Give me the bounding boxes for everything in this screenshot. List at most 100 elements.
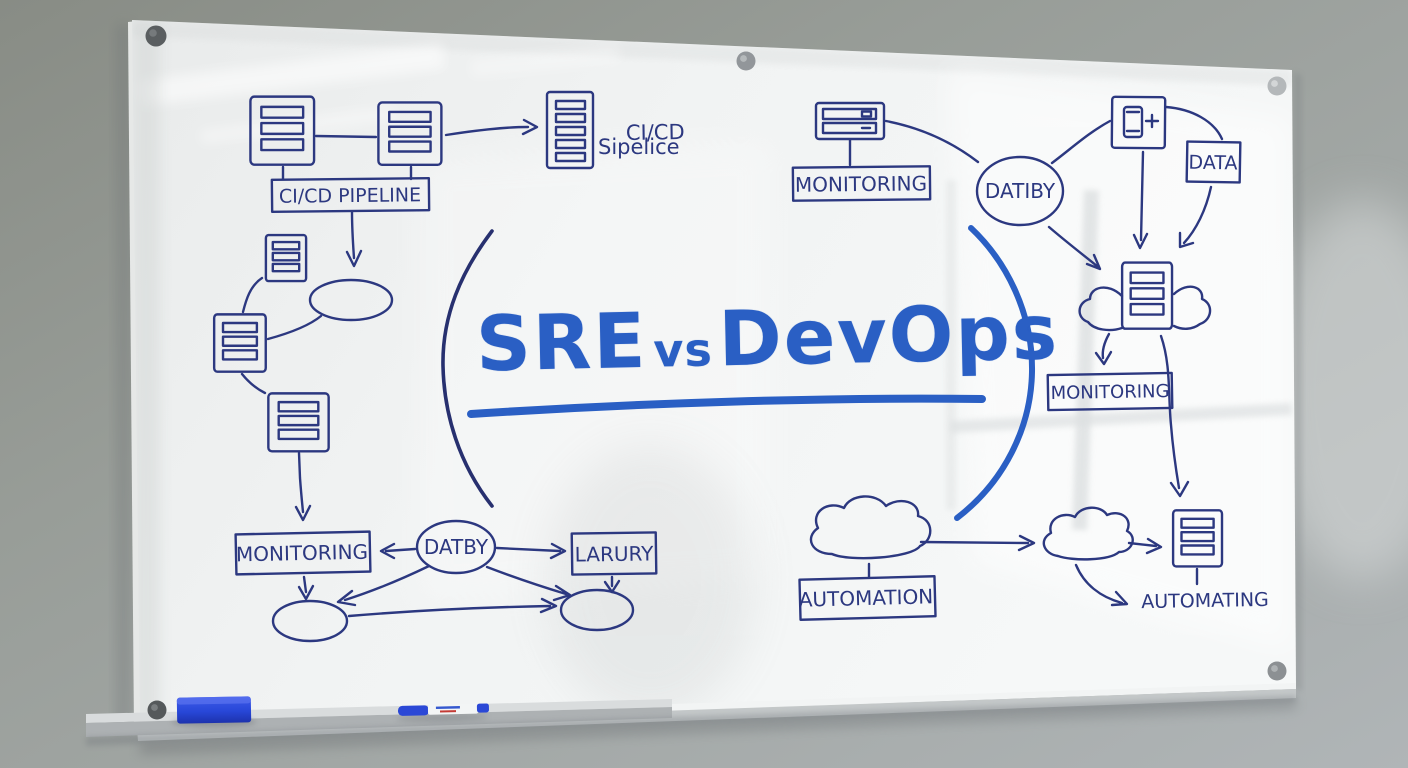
data-label: DATA (1188, 152, 1237, 175)
ellipse-node (271, 599, 349, 643)
ellipse-node (308, 278, 394, 322)
top-edge-shade (132, 20, 1292, 86)
screw-highlight (1271, 80, 1278, 87)
automation-label: AUTOMATION (798, 584, 933, 612)
connector-line (281, 165, 413, 181)
label-box-monitoring-top-right (791, 165, 932, 202)
arrow-icon (297, 575, 315, 601)
label-box-automation (798, 575, 937, 621)
server-stack-icon (545, 90, 595, 170)
arrow-icon (345, 210, 363, 268)
label-box-data (1185, 140, 1242, 184)
light-streak (469, 44, 621, 78)
cicd-stack-label-line1: CI/CD (626, 120, 685, 145)
arrow-icon (1094, 332, 1113, 366)
window-mullion-reflection (949, 403, 1293, 433)
arrow-icon (1159, 334, 1190, 498)
window-mullion-reflection (946, 180, 956, 510)
monitoring-right-label: MONITORING (1050, 381, 1169, 404)
marker-labels: CI/CD Sipelice CI/CD PIPELINE MONITORING… (236, 120, 1269, 613)
marker-body-print (435, 706, 460, 709)
connector-curve (241, 276, 264, 314)
device-plus-icon (1110, 95, 1167, 150)
dark-reflection (545, 445, 755, 715)
arrow-icon (495, 542, 567, 560)
marker-drawing (213, 90, 1242, 643)
light-streak (199, 106, 396, 145)
screw-highlight (1271, 665, 1278, 672)
ellipse-node-datby (415, 519, 497, 575)
board-bottom-shadow (140, 700, 1296, 754)
connector-curve (266, 314, 323, 341)
arrow-icon (444, 118, 539, 137)
tray-objects (172, 696, 489, 727)
arrow-icon (1127, 537, 1163, 555)
arrow-icon (1132, 150, 1149, 250)
paren-right-stroke (954, 225, 1036, 521)
wall-light-patch (1267, 200, 1408, 580)
arrow-icon (379, 542, 417, 560)
cloud-icon (1042, 506, 1134, 561)
cloud-icon (1172, 285, 1212, 330)
arrow-icon (294, 451, 312, 522)
datby-label: DATBY (424, 535, 489, 559)
connector-curve (1164, 105, 1224, 141)
marker-end (476, 703, 489, 713)
eraser-highlight (176, 696, 251, 705)
monitoring-left-label: MONITORING (236, 540, 369, 567)
board-right-shadow (1294, 72, 1302, 692)
board-title: SRE vs DevOps (475, 287, 1060, 389)
board-left-shadow (116, 24, 131, 732)
arrow-icon (347, 597, 558, 618)
screw-icon (145, 25, 167, 47)
arrow-icon (1047, 225, 1102, 271)
cicd-stack-label-line2: Sipelice (598, 135, 680, 159)
marker (396, 703, 489, 722)
title-underline (467, 394, 986, 418)
arrow-icon (603, 575, 621, 594)
cicd-pipeline-label: CI/CD PIPELINE (279, 184, 421, 207)
arrow-icon (336, 564, 431, 607)
connector-curve (240, 372, 267, 395)
screw-highlight (740, 55, 747, 62)
ellipse-node-datiby (975, 155, 1065, 227)
arrow-icon (485, 565, 572, 602)
label-box-cicd-pipeline (270, 176, 431, 214)
screw-icon (1267, 76, 1287, 96)
connector-curve (884, 119, 980, 164)
automating-label: AUTOMATING (1141, 589, 1269, 613)
marker-body-print (439, 710, 457, 713)
title-devops: DevOps (717, 287, 1060, 384)
glass-reflections (132, 20, 1293, 731)
marker-body (427, 703, 479, 715)
larury-label: LARURY (575, 541, 655, 566)
screw-icon (1267, 661, 1287, 681)
screw-icon (736, 51, 756, 71)
marker-cap (397, 705, 429, 716)
tray-front (86, 707, 672, 737)
arrow-icon (1074, 563, 1129, 607)
screw-highlight (151, 704, 158, 711)
label-box-monitoring-left (234, 530, 372, 576)
window-reflection (948, 68, 1292, 652)
cloud-icon (809, 495, 932, 560)
title-sre: SRE (475, 295, 649, 389)
ellipse-node (559, 588, 635, 632)
board-tray (86, 683, 1296, 746)
window-mullion-reflection (1072, 189, 1099, 531)
tray-shadow (86, 696, 1296, 746)
title-vs: vs (652, 322, 714, 378)
screw-highlight (149, 29, 157, 37)
connector-line (314, 134, 378, 139)
paren-left-stroke (441, 229, 494, 508)
arrow-icon (1178, 185, 1213, 249)
screw-icon (147, 700, 167, 720)
arrow-icon (919, 534, 1036, 552)
label-box-larury (570, 531, 658, 576)
label-box-monitoring-right (1046, 371, 1174, 412)
marker-shadow (396, 714, 489, 722)
monitoring-top-right-label: MONITORING (795, 171, 927, 196)
mounting-screws (145, 25, 1287, 720)
